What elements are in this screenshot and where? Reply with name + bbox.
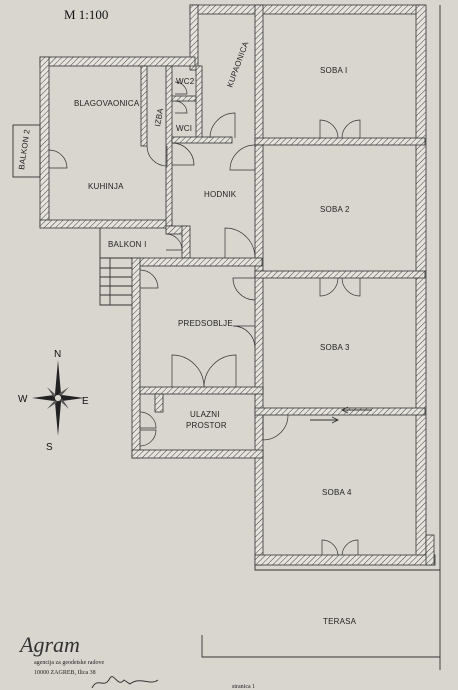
label-kuhinja: KUHINJA xyxy=(88,182,124,191)
label-soba2: SOBA 2 xyxy=(320,205,350,214)
stamp-line1: agencija za geodetske radove xyxy=(34,660,104,666)
label-terasa: TERASA xyxy=(323,617,357,626)
label-hodnik: HODNIK xyxy=(204,190,237,199)
label-predsoblje: PREDSOBLJE xyxy=(178,319,233,328)
compass-s: S xyxy=(46,442,53,453)
label-wc1: WCI xyxy=(176,124,192,133)
compass-rose: N S W E xyxy=(18,349,89,453)
agency-stamp: Agram agencija za geodetske radove 10000… xyxy=(18,632,159,689)
label-ulazni: ULAZNI xyxy=(190,410,220,419)
compass-n: N xyxy=(54,349,61,360)
label-soba4: SOBA 4 xyxy=(322,488,352,497)
signature-icon xyxy=(91,676,159,689)
label-kupaonica: KUPAONICA xyxy=(225,40,250,89)
page-number: stranica 1 xyxy=(232,684,255,690)
label-izba: IZBA xyxy=(153,107,165,127)
compass-e: E xyxy=(82,396,89,407)
stamp-line2: 10000 ZAGREB, Ilica 38 xyxy=(34,670,96,676)
walls xyxy=(39,4,436,566)
label-soba1: SOBA I xyxy=(320,66,347,75)
label-blagovaonica: BLAGOVAONICA xyxy=(74,99,140,108)
compass-w: W xyxy=(18,394,28,405)
label-balkon1: BALKON I xyxy=(108,240,147,249)
compass-star-icon xyxy=(32,360,84,436)
label-wc2: WC2 xyxy=(176,77,195,86)
scale-title: M 1:100 xyxy=(64,7,108,22)
stamp-logo: Agram xyxy=(18,632,80,657)
label-prostor: PROSTOR xyxy=(186,421,227,430)
label-soba3: SOBA 3 xyxy=(320,343,350,352)
doors xyxy=(48,81,361,556)
outline-lines xyxy=(12,5,441,670)
label-balkon2: BALKON 2 xyxy=(17,128,32,170)
